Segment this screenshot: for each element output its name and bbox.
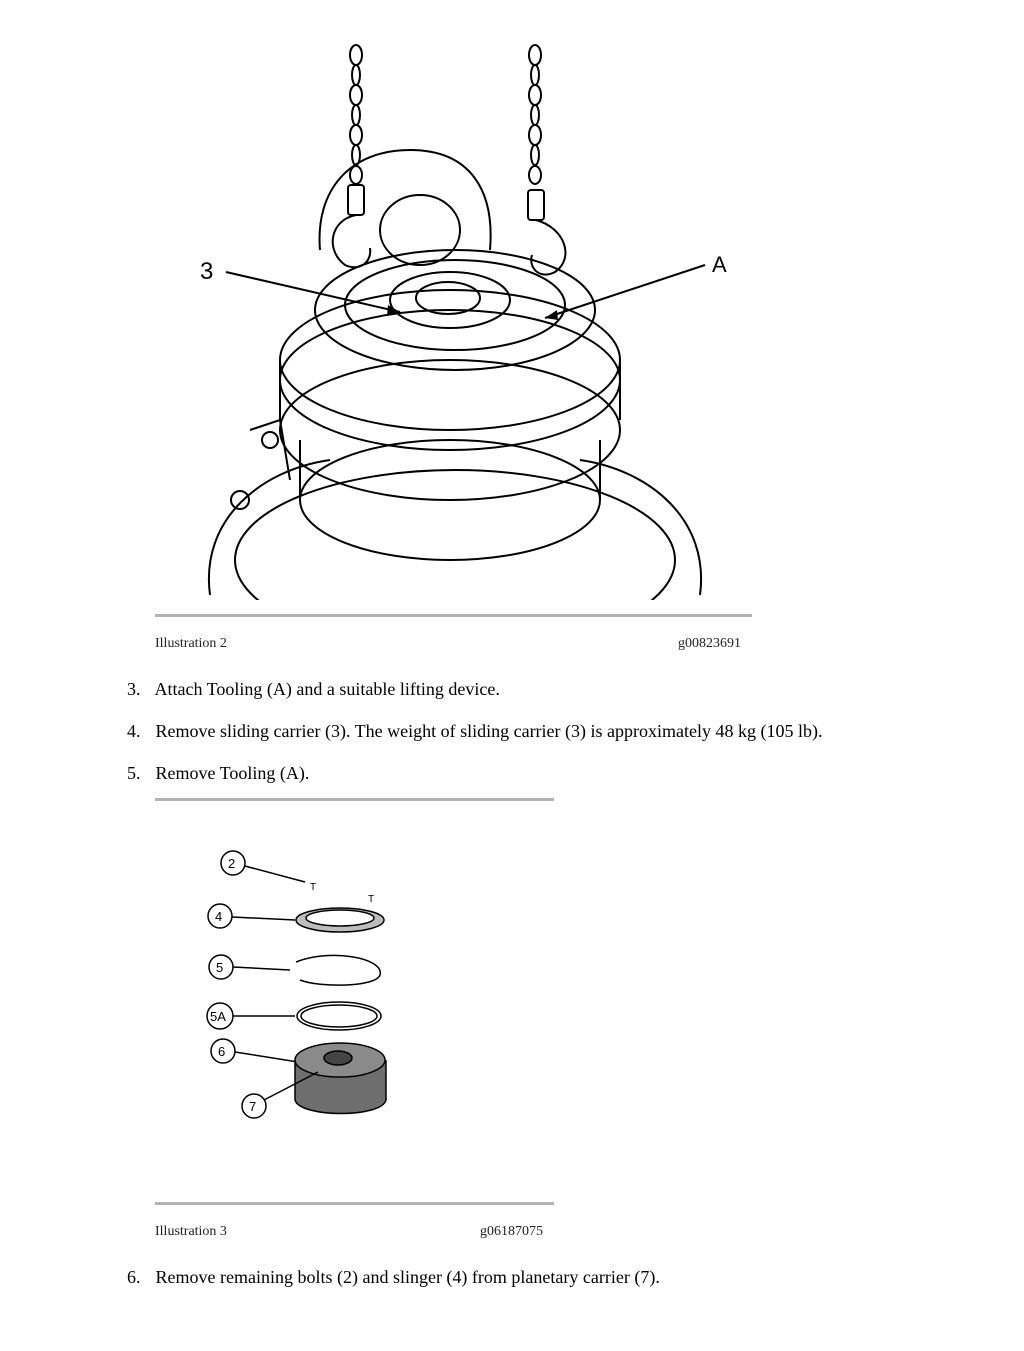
step-number: 4. <box>127 721 141 741</box>
step-6: 6. Remove remaining bolts (2) and slinge… <box>127 1267 660 1288</box>
illustration-2-caption: Illustration 2 <box>155 636 227 651</box>
step-text: Remove sliding carrier (3). The weight o… <box>155 721 823 741</box>
step-number: 6. <box>127 1267 141 1287</box>
step-text: Attach Tooling (A) and a suitable liftin… <box>154 679 500 699</box>
illustration-3-bottom-rule <box>155 1202 554 1205</box>
illustration-3-caption: Illustration 3 <box>155 1224 227 1239</box>
step-number: 5. <box>127 763 141 783</box>
callout-7: 7 <box>249 1099 256 1114</box>
callout-6: 6 <box>218 1044 225 1059</box>
callout-3: 3 <box>200 258 213 285</box>
callout-4: 4 <box>215 909 222 924</box>
step-4: 4. Remove sliding carrier (3). The weigh… <box>127 721 822 742</box>
illustration-2-top-rule <box>155 614 752 617</box>
step-5: 5. Remove Tooling (A). <box>127 763 309 784</box>
illustration-3-code: g06187075 <box>480 1224 543 1239</box>
illustration-3-top-rule <box>155 798 554 801</box>
callout-2: 2 <box>228 856 235 871</box>
callout-5: 5 <box>216 960 223 975</box>
step-3: 3. Attach Tooling (A) and a suitable lif… <box>127 679 500 700</box>
illustration-2-code: g00823691 <box>678 636 741 651</box>
step-text: Remove Tooling (A). <box>155 763 310 783</box>
svg-text:T: T <box>310 882 316 893</box>
right-chain <box>528 44 542 185</box>
callout-a: A <box>712 252 727 277</box>
step-text: Remove remaining bolts (2) and slinger (… <box>155 1267 660 1287</box>
illustration-2-figure: 3 A <box>200 44 727 600</box>
callout-5a: 5A <box>210 1009 226 1024</box>
illustration-3-figure: 2 T T 4 5 5A 6 7 <box>206 850 387 1119</box>
step-number: 3. <box>127 679 141 699</box>
left-chain <box>349 44 363 185</box>
svg-text:T: T <box>368 894 374 905</box>
